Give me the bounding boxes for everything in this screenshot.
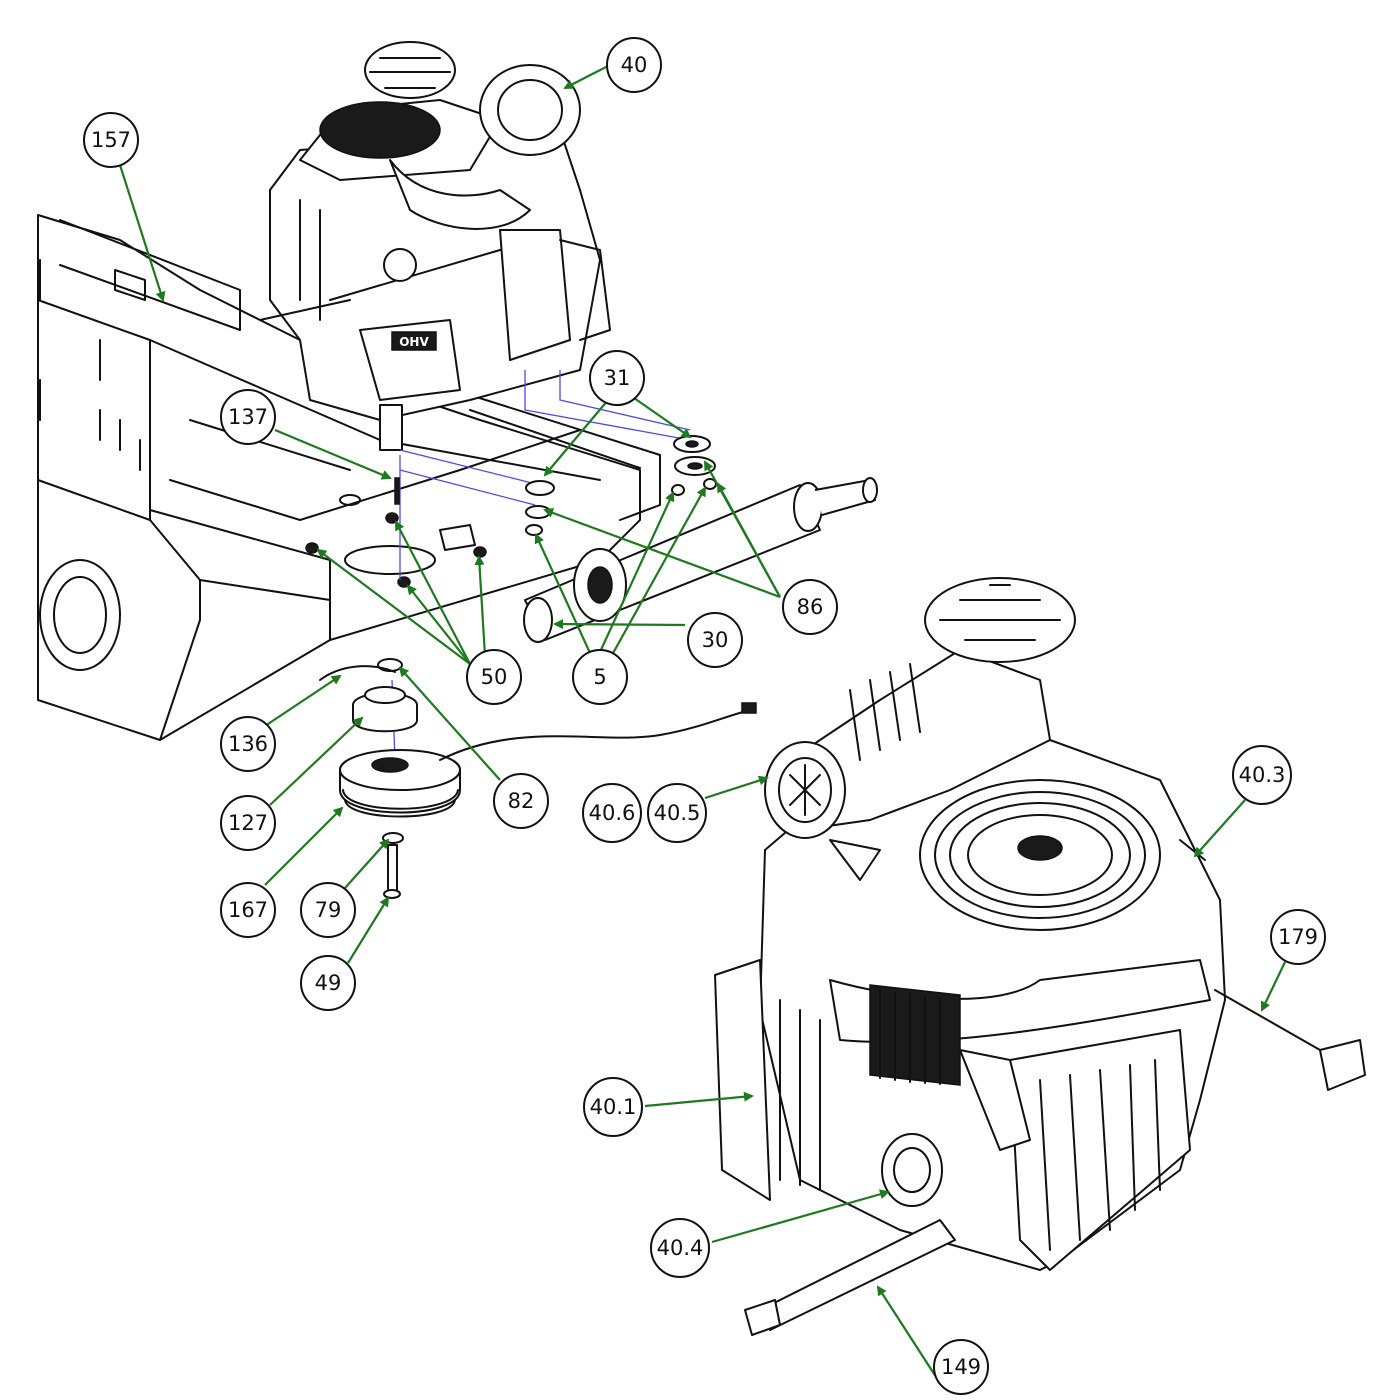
callout-86: 86 (782, 579, 838, 635)
callout-label: 82 (508, 789, 535, 813)
callout-157: 157 (83, 112, 139, 168)
callout-40-4: 40.4 (650, 1218, 710, 1278)
callout-label: 137 (228, 405, 268, 429)
callout-40-3: 40.3 (1232, 745, 1292, 805)
callout-label: 86 (797, 595, 824, 619)
callout-40: 40 (606, 37, 662, 93)
callout-79: 79 (300, 882, 356, 938)
chassis-frame (37, 214, 661, 741)
callout-179: 179 (1270, 909, 1326, 965)
callout-40-6: 40.6 (582, 783, 642, 843)
engine-detail (714, 577, 1366, 1336)
callout-label: 40.1 (590, 1095, 637, 1119)
callout-label: 50 (481, 665, 508, 689)
hardware-parts (394, 435, 717, 536)
callout-label: 40.3 (1239, 763, 1286, 787)
callout-label: 40.6 (589, 801, 636, 825)
callout-149: 149 (933, 1339, 989, 1395)
callout-40-5: 40.5 (647, 783, 707, 843)
clutch-assembly (319, 665, 757, 899)
callout-label: 179 (1278, 925, 1318, 949)
muffler-tube (523, 477, 878, 643)
callout-5: 5 (572, 649, 628, 705)
callout-30: 30 (687, 612, 743, 668)
callout-31: 31 (589, 350, 645, 406)
callout-label: 149 (941, 1355, 981, 1379)
callout-label: 40.5 (654, 801, 701, 825)
callout-label: 5 (593, 665, 606, 689)
callout-label: 79 (315, 898, 342, 922)
callout-label: 40.4 (657, 1236, 704, 1260)
leader-lines (118, 65, 1286, 1381)
callout-49: 49 (300, 955, 356, 1011)
callout-label: 31 (604, 366, 631, 390)
callout-label: 49 (315, 971, 342, 995)
engine-upper: OHV (259, 41, 611, 451)
callout-127: 127 (220, 795, 276, 851)
callout-label: 40 (621, 53, 648, 77)
callout-label: 136 (228, 732, 268, 756)
callout-label: 127 (228, 811, 268, 835)
callout-136: 136 (220, 716, 276, 772)
callout-50: 50 (466, 649, 522, 705)
callout-40-1: 40.1 (583, 1077, 643, 1137)
callout-label: 157 (91, 128, 131, 152)
engine-badge: OHV (399, 335, 429, 349)
callout-167: 167 (220, 882, 276, 938)
callout-82: 82 (493, 773, 549, 829)
callout-label: 167 (228, 898, 268, 922)
callout-137: 137 (220, 389, 276, 445)
callout-label: 30 (702, 628, 729, 652)
